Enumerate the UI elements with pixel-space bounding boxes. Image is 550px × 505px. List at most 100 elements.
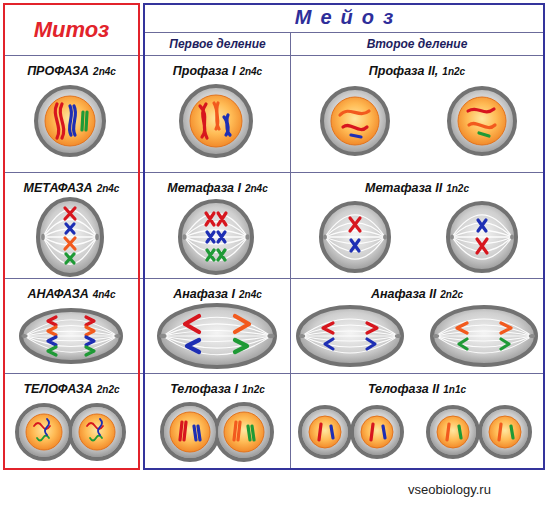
prophase-cell: [449, 88, 515, 154]
table-rule: [3, 278, 545, 279]
metaphase-cell: [180, 201, 252, 273]
text-line: Профаза I2n4c: [145, 56, 290, 79]
anaphase-cell: [159, 305, 275, 367]
prophase-cell: [36, 87, 104, 155]
prophase-cell: [351, 135, 361, 137]
prophase-cell: [224, 115, 230, 135]
phase-name: Анафаза II: [371, 287, 436, 301]
text-line: Анафаза II 2n2c: [291, 279, 543, 302]
chromosome-formula: 2n2c: [440, 289, 463, 300]
column-heading: Митоз: [34, 17, 110, 42]
prophase-cell: [69, 106, 75, 135]
table-rule: [3, 172, 545, 173]
anaphase-cell: [432, 307, 536, 365]
metaphase-cell: [41, 210, 99, 264]
prophase-cell: [190, 95, 242, 147]
prophase-cell: [343, 125, 367, 129]
telophase-cells: [26, 414, 62, 450]
anaphase-cell: [457, 323, 511, 333]
prophase-cell: [82, 112, 87, 130]
telophase-cells: [302, 409, 348, 455]
text-line: ТЕЛОФАЗА 2n2c: [5, 374, 138, 397]
telophase-cells: [19, 407, 69, 457]
text-line: Анафаза I 2n4c: [145, 279, 290, 302]
prophase-cell: [200, 104, 207, 138]
metaphase-cell: [66, 254, 74, 263]
phase-name: АНАФАЗА: [28, 287, 89, 301]
prophase-cell: [468, 109, 494, 112]
phase-name: ПРОФАЗА: [27, 64, 89, 78]
metaphase-cell: [38, 199, 102, 275]
anaphase-cell: [159, 317, 274, 354]
prophase-cell: [340, 111, 369, 115]
telophase-cells: [218, 406, 270, 458]
phase-name: Анафаза I: [173, 287, 235, 301]
telophase-cells: [309, 416, 341, 448]
division-heading: Первое деление: [145, 33, 290, 55]
prophase-cell: [469, 123, 495, 127]
anaphase-cell: [235, 340, 247, 352]
prophase-cell: [458, 97, 506, 145]
phase-cell: Метафаза II 1n2c: [291, 173, 543, 278]
chromosome-formula: 1n2c: [446, 183, 469, 194]
division-title: Второе деление: [367, 37, 468, 51]
metaphase-cell: [207, 232, 225, 242]
chromosome-formula: 2n4c: [239, 66, 262, 77]
metaphase-cell: [448, 203, 516, 271]
phase-cell: ТЕЛОФАЗА 2n2c: [5, 374, 138, 468]
chromosome-formula: 1n1c: [443, 384, 466, 395]
phase-cell: ПРОФАЗА 2n4c: [5, 56, 138, 172]
chromosome-formula: 2n2c: [97, 384, 120, 395]
anaphase-cell: [48, 347, 94, 355]
phase-cell: АНАФАЗА4n4c: [5, 279, 138, 373]
phase-cell: Профаза I2n4c: [145, 56, 290, 172]
watermark: vseobiology.ru: [408, 482, 491, 497]
anaphase-cell: [432, 307, 536, 365]
anaphase-cell: [48, 337, 94, 345]
text-line: Первое деление: [145, 33, 290, 52]
anaphase-cell: [48, 317, 94, 325]
table-rule: [143, 32, 545, 33]
metaphase-cell: [321, 203, 389, 271]
text-line: Телофаза I1n2c: [145, 374, 290, 397]
mitosis-column: ПРОФАЗА2n4cМЕТАФАЗА2n4cАНАФАЗА4n4cТЕЛОФА…: [3, 3, 140, 470]
chromosome-formula: 2n4c: [239, 289, 262, 300]
phase-name: Метафаза II: [365, 181, 442, 195]
table-rule: [290, 32, 291, 470]
text-line: Профаза II,1n2c: [291, 56, 543, 79]
chromosome-formula: 2n4c: [93, 66, 116, 77]
table-rule: [3, 373, 545, 374]
prophase-cell: [55, 104, 63, 138]
text-line: ПРОФАЗА 2n4c: [5, 56, 138, 79]
metaphase-cell: [206, 213, 226, 225]
telophase-cells: [300, 407, 402, 457]
anaphase-cell: [459, 339, 509, 349]
table-rule: [3, 55, 545, 56]
telophase-cells: [437, 416, 469, 448]
telophase-cells: [17, 405, 71, 459]
phase-cell: Профаза II,1n2c: [291, 56, 543, 172]
telophase-cells: [194, 426, 200, 440]
phase-cell: Телофаза I1n2c: [145, 374, 290, 468]
text-line: Метафаза I2n4c: [145, 173, 290, 196]
chromosome-formula: 2n4c: [97, 183, 120, 194]
anaphase-cell: [21, 310, 121, 362]
telophase-cells: [354, 409, 400, 455]
text-line: Митоз: [5, 5, 138, 43]
telophase-cells: [331, 426, 385, 438]
phase-name: Телофаза II: [368, 382, 439, 396]
prophase-cell: [322, 88, 388, 154]
phase-name: Профаза II,: [369, 64, 439, 78]
telophase-cells: [180, 422, 186, 440]
text-line: МЕТАФАЗА 2n4c: [5, 173, 138, 196]
telophase-cells: [170, 412, 210, 452]
text-line: Метафаза II 1n2c: [291, 173, 543, 196]
telophase-cells: [34, 423, 103, 429]
anaphase-cell: [21, 320, 120, 352]
telophase-cells: [79, 414, 115, 450]
phase-name: МЕТАФАЗА: [24, 181, 93, 195]
metaphase-cell: [66, 224, 74, 233]
telophase-cells: [489, 416, 521, 448]
phase-name: ТЕЛОФАЗА: [23, 382, 92, 396]
